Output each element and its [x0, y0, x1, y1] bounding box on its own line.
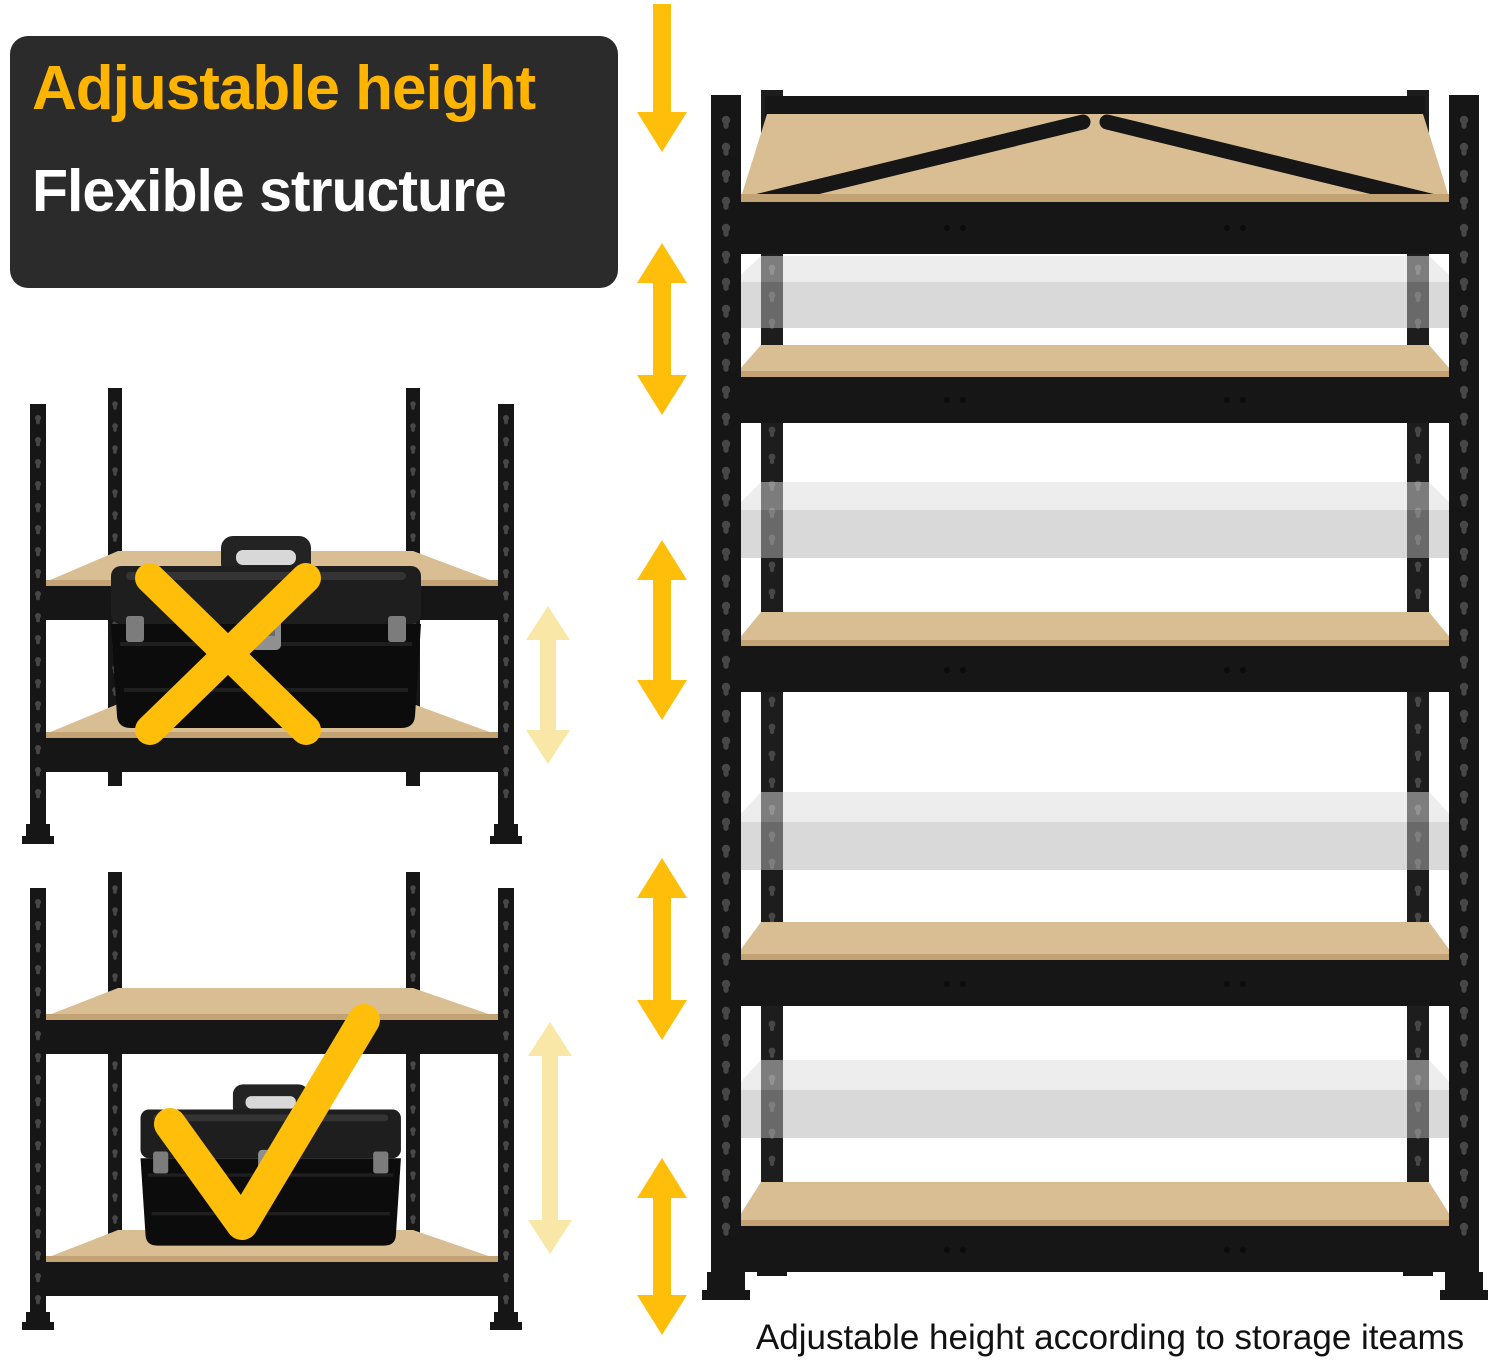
banner-title: Adjustable height: [32, 54, 536, 123]
ghost-shelf: [729, 792, 1461, 870]
shelf-board: [729, 612, 1461, 692]
double-arrow-icon: [637, 1158, 687, 1335]
caption-text: Adjustable height according to storage i…: [755, 1318, 1465, 1357]
small-shelf-correct-illustration: [22, 872, 522, 1330]
shelf-board: [729, 1182, 1461, 1272]
down-arrow-icon: [637, 4, 687, 152]
shelf-post: [108, 872, 420, 1276]
double-arrow-icon: [637, 243, 687, 415]
cross-icon: [135, 563, 321, 745]
small-shelf-wrong-illustration: [22, 388, 522, 844]
banner-subtitle: Flexible structure: [32, 158, 507, 225]
pale-double-arrow-icon: [528, 1022, 572, 1254]
shelf-post: [22, 404, 522, 844]
check-icon: [154, 1004, 380, 1240]
feature-banner: Adjustable height Flexible structure: [10, 36, 618, 288]
pale-double-arrow-icon: [526, 606, 570, 764]
shelf-board: [729, 922, 1461, 1006]
shelf-top-underside: [711, 96, 1479, 254]
double-arrow-icon: [637, 540, 687, 720]
shelf-post: [22, 888, 522, 1330]
ghost-shelf: [729, 482, 1461, 558]
shelf-board: [729, 345, 1461, 423]
shelf-post: [702, 95, 1488, 1300]
shelf-board: [32, 988, 514, 1054]
ghost-shelf: [729, 1060, 1461, 1138]
adjustable-shelf-illustration: [702, 90, 1488, 1300]
ghost-shelf: [729, 256, 1461, 328]
double-arrow-icon: [637, 858, 687, 1040]
